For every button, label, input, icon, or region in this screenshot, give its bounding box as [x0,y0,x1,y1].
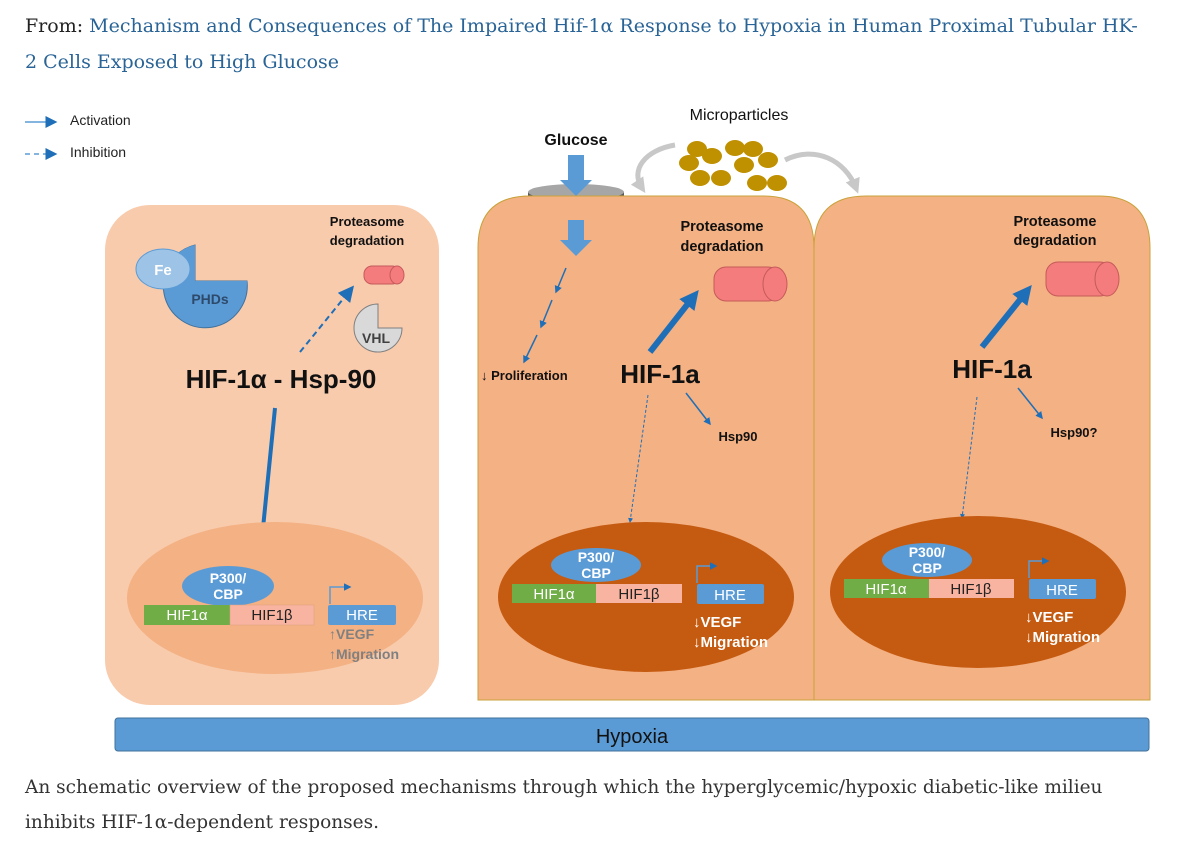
from-label: From: [25,15,84,37]
hre-box [1029,579,1096,599]
p300-label-line1: P300/ [210,570,247,586]
nuclear-translocation-arrow [628,394,649,523]
hif1a-gene-label: HIF1α [533,586,575,603]
article-title-link[interactable]: Mechanism and Consequences of The Impair… [25,15,1138,73]
proteasome-icon [713,266,788,302]
p300-cbp-icon [551,548,641,582]
proteasome-label-line1: Proteasome [1013,214,1096,230]
hif1a-label: HIF1α [166,607,208,624]
vhl-label: VHL [362,330,390,346]
proteasome-label-line1: Proteasome [680,219,763,235]
hif1b-gene [596,584,682,603]
hypoxia-label: Hypoxia [596,726,669,748]
activation-arrow [256,407,277,544]
hre-box [328,605,396,625]
fe-label: Fe [154,262,172,279]
legend-activation: Activation [70,112,131,128]
glucose-effect-arrow-2 [539,299,553,329]
hre-label: HRE [1046,582,1078,599]
degradation-arrow [979,285,1032,349]
transcription-start-icon [696,562,718,583]
p300-cbp-icon [182,566,274,606]
p300-label-line2: CBP [912,560,942,576]
microparticles-label: Microparticles [690,107,789,124]
migration-outcome: ↑Migration [329,646,399,662]
glucose-effect-arrow-3 [523,334,538,364]
transcription-start-icon [1028,557,1050,578]
glucose-label: Glucose [544,132,607,149]
legend-inhibition: Inhibition [70,144,126,160]
glucose-inflow-arrow [560,155,592,196]
p300-label-line1: P300/ [909,544,946,560]
fe-icon [135,248,191,290]
hif1b-label: HIF1β [251,607,293,624]
glucose-effect-arrow-1 [554,267,567,294]
p300-label-line2: CBP [581,565,611,581]
microparticle-arrow-left [630,142,676,193]
hif-hsp90-complex-label: HIF-1α - Hsp-90 [186,364,377,394]
hsp90-arrow [1017,387,1043,420]
transcription-start-icon [329,583,352,604]
figure-caption: An schematic overview of the proposed me… [25,777,1103,833]
nucleus [127,522,423,674]
legend: Activation Inhibition [25,112,131,160]
degradation-arrow [647,289,699,354]
nuclear-translocation-arrow [960,396,978,519]
hif1b-gene [929,579,1014,598]
hsp90-label: Hsp90 [718,429,757,444]
hif1a-label: HIF-1a [620,359,700,389]
panel-microparticles: Proteasome degradation HIF-1a Hsp90? P30… [813,195,1151,701]
hif1b-gene-label: HIF1β [950,581,992,598]
hre-label: HRE [714,587,746,604]
proteasome-icon [363,265,405,285]
mechanism-diagram: Activation Inhibition PHDs Fe Proteasome… [25,107,1151,752]
hif1a-gene [844,579,929,598]
p300-cbp-icon [882,543,972,577]
panel-high-glucose: ↓ Proliferation Proteasome degradation H… [477,195,815,701]
figure-header: From: Mechanism and Consequences of The … [25,8,1145,80]
hif1a-gene [144,605,230,625]
migration-outcome: ↓Migration [1025,629,1100,646]
hre-label: HRE [346,607,378,624]
vegf-outcome: ↓VEGF [1025,609,1073,626]
p300-label-line2: CBP [213,586,243,602]
hre-box [697,584,764,604]
p300-label-line1: P300/ [578,549,615,565]
hsp90-label: Hsp90? [1051,425,1098,440]
proteasome-label-line2: degradation [681,239,764,255]
migration-outcome: ↓Migration [693,634,768,651]
hif1b-gene-label: HIF1β [618,586,660,603]
proteasome-label-line1: Proteasome [330,214,404,229]
phds-label: PHDs [191,291,229,307]
hif1b-gene [229,604,315,626]
proteasome-icon [1045,261,1120,297]
inhibition-arrow [299,285,355,353]
proliferation-label: ↓ Proliferation [481,368,568,383]
vegf-outcome: ↑VEGF [329,626,375,642]
hsp90-arrow [685,392,711,426]
hypoxia-bar: Hypoxia [114,717,1150,752]
hif1a-gene-label: HIF1α [865,581,907,598]
microparticle-arrow-right [783,151,860,194]
panel-normal-hypoxia: PHDs Fe Proteasome degradation VHL HIF-1… [105,205,439,705]
proteasome-label-line2: degradation [330,233,404,248]
proteasome-label-line2: degradation [1014,233,1097,249]
hif1a-gene [512,584,596,603]
vhl-icon [353,303,403,353]
vegf-outcome: ↓VEGF [693,614,741,631]
hif1a-label: HIF-1a [952,354,1032,384]
microparticles-icon [679,140,787,191]
